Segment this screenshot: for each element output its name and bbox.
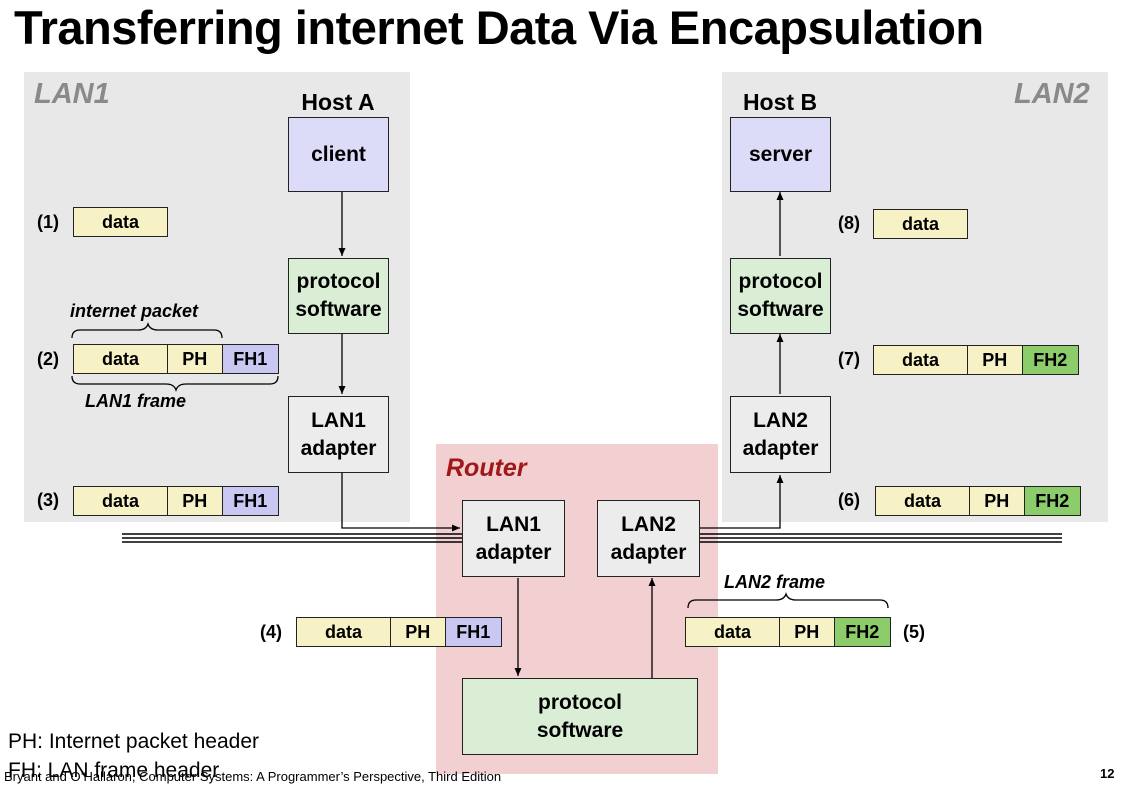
protocol-line1: protocol [296, 270, 381, 293]
adapter-line1: LAN2 [621, 512, 676, 536]
packet-fh2-cell: FH2 [1022, 346, 1078, 374]
host-a-lan1-adapter: LAN1 adapter [288, 396, 389, 473]
packet-ph-cell: PH [968, 346, 1023, 374]
router-lan1-adapter: LAN1 adapter [462, 500, 565, 577]
protocol-line2: software [536, 718, 624, 742]
packet-data-cell: data [74, 487, 169, 515]
packet-ph-cell: PH [780, 618, 835, 646]
packet-data-cell: data [74, 345, 169, 373]
lan2-network-line [697, 533, 1062, 543]
adapter-line2: adapter [610, 540, 687, 564]
lan1-network-line [122, 533, 462, 543]
step-2-label: (2) [37, 349, 59, 369]
packet-ph-cell: PH [168, 345, 223, 373]
packet-fh2-cell: FH2 [1024, 487, 1080, 515]
packet-ph-cell: PH [391, 618, 446, 646]
packet-step-4: data PH FH1 [296, 617, 502, 647]
legend-fh: FH: LAN frame header [8, 759, 220, 782]
protocol-line1: protocol [538, 690, 622, 714]
step-7-label: (7) [838, 349, 860, 369]
adapter-line1: LAN2 [753, 408, 808, 432]
host-b-server-box: server [730, 117, 831, 192]
lan2-label: LAN2 [1014, 78, 1090, 110]
packet-step-8: data [873, 209, 968, 239]
packet-ph-cell: PH [168, 487, 223, 515]
adapter-line1: LAN1 [486, 512, 541, 536]
host-b-protocol-software: protocol software [730, 258, 831, 334]
footer-citation: Bryant and O’Hallaron, Computer Systems:… [4, 769, 502, 784]
packet-data-cell: data [74, 208, 167, 236]
host-b-lan2-adapter: LAN2 adapter [730, 396, 831, 473]
packet-fh2-cell: FH2 [834, 618, 890, 646]
host-a-protocol-software: protocol software [288, 258, 389, 334]
brace-lan1-frame [71, 375, 279, 393]
router-protocol-software: protocol software [462, 678, 698, 755]
packet-fh1-cell: FH1 [445, 618, 501, 646]
packet-data-cell: data [876, 487, 971, 515]
step-6-label: (6) [838, 490, 860, 510]
step-3-label: (3) [37, 490, 59, 510]
packet-step-7: data PH FH2 [873, 345, 1079, 375]
server-label: server [748, 142, 813, 166]
packet-data-cell: data [297, 618, 392, 646]
lan1-label: LAN1 [34, 78, 110, 110]
packet-data-cell: data [874, 210, 967, 238]
router-lan2-adapter: LAN2 adapter [597, 500, 700, 577]
arrow-router-to-host-b [697, 475, 784, 529]
lan1-frame-label: LAN1 frame [85, 391, 187, 411]
host-a-label: Host A [301, 89, 375, 115]
packet-step-3: data PH FH1 [73, 486, 279, 516]
packet-step-2: data PH FH1 [73, 344, 279, 374]
router-label: Router [446, 454, 527, 482]
protocol-line2: software [737, 298, 824, 321]
page-number: 12 [1100, 766, 1115, 781]
adapter-line1: LAN1 [311, 408, 366, 432]
step-4-label: (4) [260, 622, 282, 642]
brace-lan2-frame [687, 591, 889, 609]
step-8-label: (8) [838, 213, 860, 233]
protocol-line1: protocol [738, 270, 823, 293]
adapter-line2: adapter [475, 540, 552, 564]
client-label: client [311, 142, 366, 166]
packet-data-cell: data [874, 346, 969, 374]
arrow-host-a-to-router [341, 473, 460, 532]
packet-step-1: data [73, 207, 168, 237]
packet-fh1-cell: FH1 [222, 345, 278, 373]
packet-step-5: data PH FH2 [685, 617, 891, 647]
step-1-label: (1) [37, 212, 59, 232]
adapter-line2: adapter [742, 436, 819, 460]
host-a-client-box: client [288, 117, 389, 192]
slide-title: Transferring internet Data Via Encapsula… [14, 1, 984, 54]
legend-ph: PH: Internet packet header [8, 730, 259, 753]
packet-data-cell: data [686, 618, 781, 646]
step-5-label: (5) [903, 622, 925, 642]
brace-internet-packet [71, 321, 223, 339]
internet-packet-label: internet packet [70, 301, 199, 321]
packet-ph-cell: PH [970, 487, 1025, 515]
lan2-frame-label: LAN2 frame [724, 572, 826, 592]
host-b-label: Host B [742, 89, 818, 115]
adapter-line2: adapter [300, 436, 377, 460]
packet-fh1-cell: FH1 [222, 487, 278, 515]
protocol-line2: software [295, 298, 382, 321]
packet-step-6: data PH FH2 [875, 486, 1081, 516]
